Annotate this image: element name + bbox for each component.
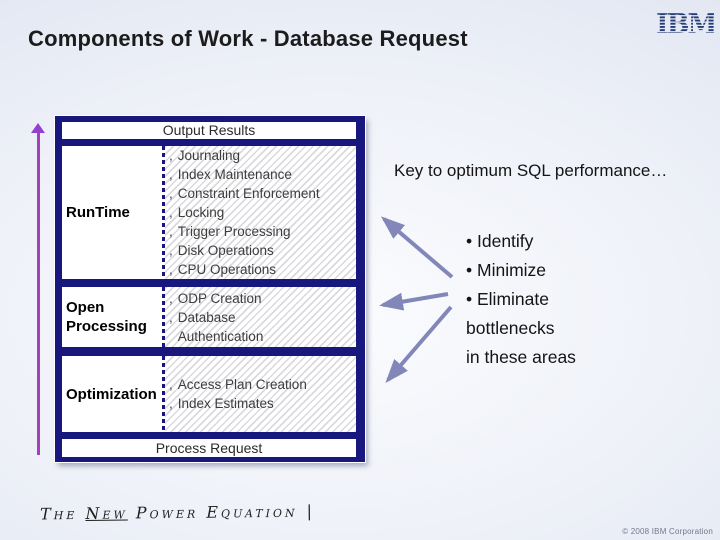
ibm-logo-icon: IBM xyxy=(656,9,718,40)
list-item-label: CPU Operations xyxy=(177,262,277,277)
list-item: , Disk Operations xyxy=(169,241,356,260)
key-list: •Identify •Minimize •Eliminate bottlenec… xyxy=(466,227,666,372)
runtime-items: , Journaling , Index Maintenance , Constrai… xyxy=(165,146,356,279)
open-processing-row: Open Processing ,ODP Creation ,Database … xyxy=(62,287,356,347)
key-item-label: in these areas xyxy=(466,347,576,367)
list-item-label: Trigger Processing xyxy=(177,224,291,239)
key-item-label: Eliminate xyxy=(477,289,549,309)
svg-text:IBM: IBM xyxy=(656,10,714,38)
key-item: bottlenecks xyxy=(466,314,666,343)
runtime-label: RunTime xyxy=(66,204,130,221)
page-title: Components of Work - Database Request xyxy=(28,26,468,51)
list-item: , Trigger Processing xyxy=(169,222,356,241)
tick-bullet-icon: , xyxy=(169,224,173,239)
divider xyxy=(62,139,356,146)
arrow-to-optimization-icon xyxy=(385,305,453,384)
list-item-label: Access Plan Creation xyxy=(177,377,307,392)
key-item-label: Minimize xyxy=(477,260,547,280)
runtime-row: RunTime , Journaling , Index Maintenance ,… xyxy=(62,146,356,279)
open-processing-items: ,ODP Creation ,Database Authentication xyxy=(165,287,356,347)
divider xyxy=(62,432,356,439)
bullet-icon: • xyxy=(466,289,473,309)
tick-bullet-icon: , xyxy=(169,167,173,182)
tick-bullet-icon: , xyxy=(169,262,173,277)
arrow-to-runtime-icon xyxy=(380,216,454,279)
list-item: , CPU Operations xyxy=(169,260,356,279)
list-item: ,ODP Creation xyxy=(169,289,356,308)
process-request-box: Process Request xyxy=(62,439,356,457)
output-results-box: Output Results xyxy=(62,122,356,139)
optimization-row: Optimization , Access Plan Creation , Inde… xyxy=(62,356,356,432)
tick-bullet-icon: , xyxy=(169,148,173,163)
key-item: •Identify xyxy=(466,227,666,256)
list-item-label: Index Maintenance xyxy=(177,167,292,182)
list-item-label: Disk Operations xyxy=(177,243,274,258)
list-item-label: Journaling xyxy=(177,148,241,163)
logo-text: Power Equation xyxy=(135,501,298,523)
ibm-logo: IBM xyxy=(656,9,718,40)
list-item: , Index Maintenance xyxy=(169,165,356,184)
upward-flow-arrow-line xyxy=(37,132,40,455)
list-item-label: Constraint Enforcement xyxy=(177,186,320,201)
key-item: •Eliminate xyxy=(466,285,666,314)
dotted-divider xyxy=(162,356,165,432)
work-components-diagram: Output Results RunTime , Journaling , Inde… xyxy=(54,115,366,463)
tick-bullet-icon: , xyxy=(169,309,173,325)
list-item: ,Database Authentication xyxy=(169,308,356,346)
tick-bullet-icon: , xyxy=(169,243,173,258)
list-item: , Journaling xyxy=(169,146,356,165)
dotted-divider xyxy=(162,287,165,347)
power-equation-logo: The New Power Equation | xyxy=(40,502,315,524)
list-item: , Access Plan Creation xyxy=(169,375,356,394)
upward-flow-arrow-head-icon xyxy=(31,123,45,133)
list-item: , Index Estimates xyxy=(169,394,356,413)
list-item-label: Index Estimates xyxy=(177,396,274,411)
logo-separator-bar: | xyxy=(306,501,316,521)
tick-bullet-icon: , xyxy=(169,186,173,201)
optimization-items: , Access Plan Creation , Index Estimates xyxy=(165,356,356,432)
list-item-label: Locking xyxy=(177,205,225,220)
key-item-label: Identify xyxy=(477,231,534,251)
tick-bullet-icon: , xyxy=(169,396,173,411)
open-processing-label: Open Processing xyxy=(66,299,147,335)
key-item: •Minimize xyxy=(466,256,666,285)
key-item-label: bottlenecks xyxy=(466,318,555,338)
copyright-text: © 2008 IBM Corporation xyxy=(622,527,713,536)
bullet-icon: • xyxy=(466,260,473,280)
logo-text-underlined: New xyxy=(85,503,128,523)
divider xyxy=(62,347,356,356)
tick-bullet-icon: , xyxy=(169,377,173,392)
bullet-icon: • xyxy=(466,231,473,251)
logo-text: The xyxy=(39,504,78,524)
optimization-label: Optimization xyxy=(66,385,157,403)
divider xyxy=(62,279,356,287)
tick-bullet-icon: , xyxy=(169,290,173,306)
arrow-to-open-processing-icon xyxy=(379,292,449,311)
list-item: , Locking xyxy=(169,203,356,222)
tick-bullet-icon: , xyxy=(169,205,173,220)
list-item-label: ODP Creation xyxy=(177,290,262,306)
list-item: , Constraint Enforcement xyxy=(169,184,356,203)
dotted-divider xyxy=(162,146,165,279)
key-item: in these areas xyxy=(466,343,666,372)
connector-arrows xyxy=(379,216,454,384)
list-item-label: Database Authentication xyxy=(177,309,264,344)
key-heading: Key to optimum SQL performance… xyxy=(394,161,668,180)
